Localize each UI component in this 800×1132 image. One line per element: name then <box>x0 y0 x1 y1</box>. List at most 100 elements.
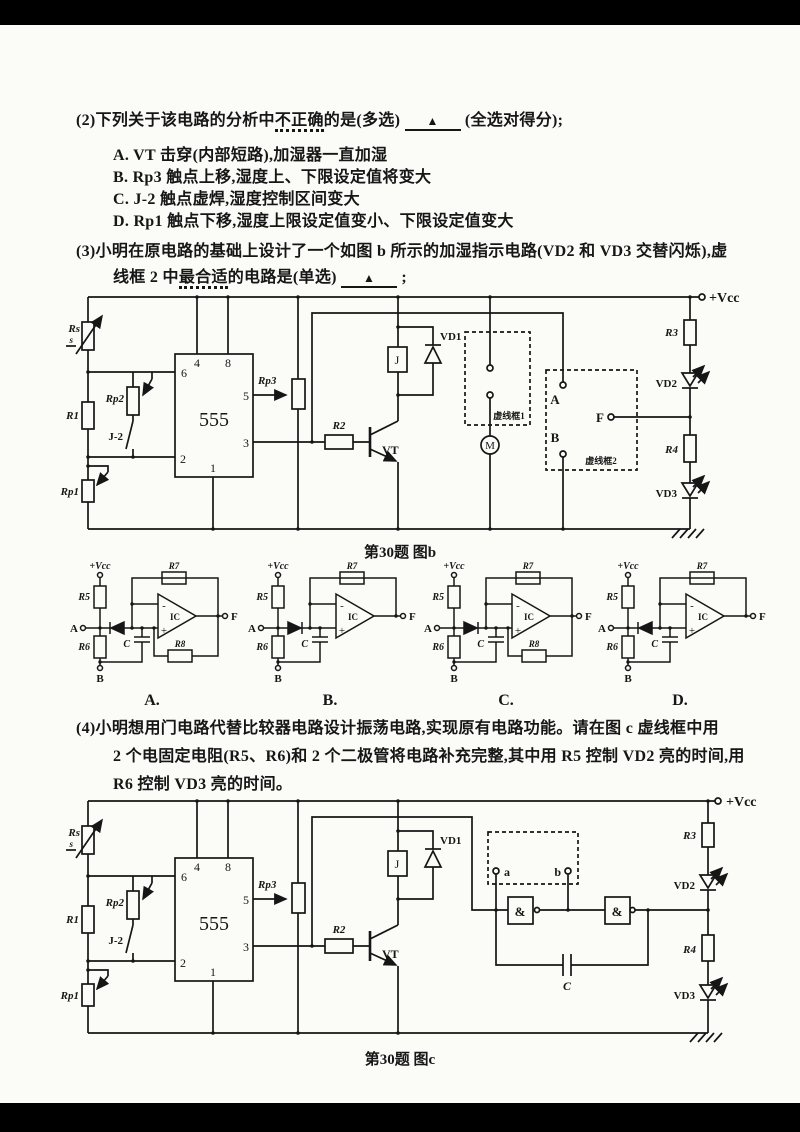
opt-c-r5-label: R5 <box>431 592 444 603</box>
opt-a-r5-label: R5 <box>77 592 90 603</box>
opt-d-r6-label: R6 <box>605 642 618 653</box>
r1-label: R1 <box>65 914 79 926</box>
opt-b-r7-label: R7 <box>346 561 358 571</box>
rs-sub-label: s <box>68 335 73 345</box>
pin4-label: 4 <box>194 860 200 874</box>
opt-d-minus-label: - <box>690 600 694 612</box>
figure-c-junctions <box>86 799 710 1035</box>
question-4-line2: 2 个电固定电阻(R5、R6)和 2 个二极管将电路补充完整,其中用 R5 控制… <box>113 748 745 765</box>
chip-555-label: 555 <box>199 913 229 935</box>
opt-a-ic-label: IC <box>170 612 180 622</box>
opt-b-r6-label: R6 <box>255 642 268 653</box>
opt-d-vcc-label: +Vcc <box>617 561 639 572</box>
q3-emphasis: 最合适 <box>178 269 228 289</box>
opt-b-plus-label: + <box>339 625 345 637</box>
letterbox-top <box>0 0 800 25</box>
q3-pre: 线框 2 中 <box>113 269 179 286</box>
figure-c-labels: Rs s R1 Rp2 J-2 Rp1 6 4 8 5 3 2 1 555 Rp… <box>60 795 757 1002</box>
chip-555-label: 555 <box>199 409 229 431</box>
option-c-schematic: +Vcc R5 R6 A B R7 R8 C - + IC F <box>424 561 592 685</box>
opt-b-r5-label: R5 <box>255 592 268 603</box>
dashed-box1-label: 虚线框1 <box>493 410 525 421</box>
opt-c-r8-label: R8 <box>528 639 540 649</box>
opt-a-c-label: C <box>123 639 130 650</box>
q2-option-b: B. Rp3 触点上移,湿度上、下限设定值将变大 <box>113 169 432 186</box>
r2-label: R2 <box>332 420 346 432</box>
option-b-label: B. <box>322 692 338 709</box>
r4-label: R4 <box>682 944 696 956</box>
pin8-label: 8 <box>225 860 231 874</box>
opt-d-f-label: F <box>759 611 766 623</box>
pin1-label: 1 <box>210 965 216 979</box>
rp2-label: Rp2 <box>105 393 125 405</box>
terminal-b-label: B <box>551 430 560 445</box>
vcc-label: +Vcc <box>709 291 740 306</box>
option-b-schematic: +Vcc R5 R6 A B R7 C - + IC F <box>248 561 416 685</box>
rp3-label: Rp3 <box>257 375 277 387</box>
opt-a-minus-label: - <box>162 600 166 612</box>
opt-c-minus-label: - <box>516 600 520 612</box>
option-d-schematic: +Vcc R5 R6 A B R7 C - + IC F <box>598 561 766 685</box>
rp1-label: Rp1 <box>60 990 79 1002</box>
pin6-label: 6 <box>181 870 187 884</box>
opt-c-r7-label: R7 <box>522 561 534 571</box>
question-2-stem: (2)下列关于该电路的分析中不正确的是(多选) ▲ (全选对得分); <box>76 106 563 132</box>
opt-c-vcc-label: +Vcc <box>443 561 465 572</box>
q2-option-a: A. VT 击穿(内部短路),加湿器一直加湿 <box>113 147 388 164</box>
vd2-label: VD2 <box>674 880 696 892</box>
r1-label: R1 <box>65 410 79 422</box>
pin8-label: 8 <box>225 356 231 370</box>
rp1-label: Rp1 <box>60 486 79 498</box>
option-d-label: D. <box>672 692 688 709</box>
opt-c-a-label: A <box>424 623 432 635</box>
opt-c-c-label: C <box>477 639 484 650</box>
j2-label: J-2 <box>108 935 123 947</box>
rs-label: Rs <box>67 323 80 335</box>
opt-a-a-label: A <box>70 623 78 635</box>
r2-label: R2 <box>332 924 346 936</box>
opt-a-r6-label: R6 <box>77 642 90 653</box>
q2-mid: 的是(多选) <box>323 112 401 129</box>
opt-c-plus-label: + <box>515 625 521 637</box>
opt-b-a-label: A <box>248 623 256 635</box>
vcc-label: +Vcc <box>726 795 757 810</box>
opt-a-b-label: B <box>96 673 104 685</box>
opt-d-a-label: A <box>598 623 606 635</box>
figure-b-schematic: Rs s R1 Rp2 J-2 Rp1 6 4 8 5 3 2 1 555 Rp… <box>60 291 740 539</box>
vd1-label: VD1 <box>440 835 461 847</box>
vd2-label: VD2 <box>656 378 678 390</box>
pin3-label: 3 <box>243 436 249 450</box>
rp3-label: Rp3 <box>257 879 277 891</box>
pin5-label: 5 <box>243 893 249 907</box>
gate1-and-label: & <box>515 904 526 919</box>
pin2-label: 2 <box>180 956 186 970</box>
option-c-label: C. <box>498 692 514 709</box>
capacitor-c-label: C <box>563 979 572 993</box>
r3-label: R3 <box>682 830 696 842</box>
opt-a-r8-label: R8 <box>174 639 186 649</box>
opt-d-b-label: B <box>624 673 632 685</box>
figure-b-labels: Rs s R1 Rp2 J-2 Rp1 6 4 8 5 3 2 1 555 Rp… <box>60 291 740 500</box>
q2-pre: (2)下列关于该电路的分析中 <box>76 112 275 129</box>
r3-label: R3 <box>664 327 678 339</box>
opt-c-r6-label: R6 <box>431 642 444 653</box>
terminal-b-label: b <box>554 865 561 879</box>
vd3-label: VD3 <box>674 990 696 1002</box>
q2-answer-blank: ▲ <box>404 114 461 131</box>
opt-d-ic-label: IC <box>698 612 708 622</box>
letterbox-bottom <box>0 1103 800 1132</box>
vd1-label: VD1 <box>440 331 461 343</box>
j2-label: J-2 <box>108 431 123 443</box>
pin2-label: 2 <box>180 452 186 466</box>
figure-b-junctions <box>86 295 692 531</box>
opt-b-f-label: F <box>409 611 416 623</box>
figure-c-caption: 第30题 图c <box>364 1052 436 1068</box>
q2-emphasis: 不正确 <box>274 112 324 132</box>
q3-post: ; <box>401 269 408 286</box>
pin1-label: 1 <box>210 461 216 475</box>
opt-c-ic-label: IC <box>524 612 534 622</box>
terminal-f-label: F <box>596 410 604 425</box>
opt-d-plus-label: + <box>689 625 695 637</box>
opt-a-f-label: F <box>231 611 238 623</box>
